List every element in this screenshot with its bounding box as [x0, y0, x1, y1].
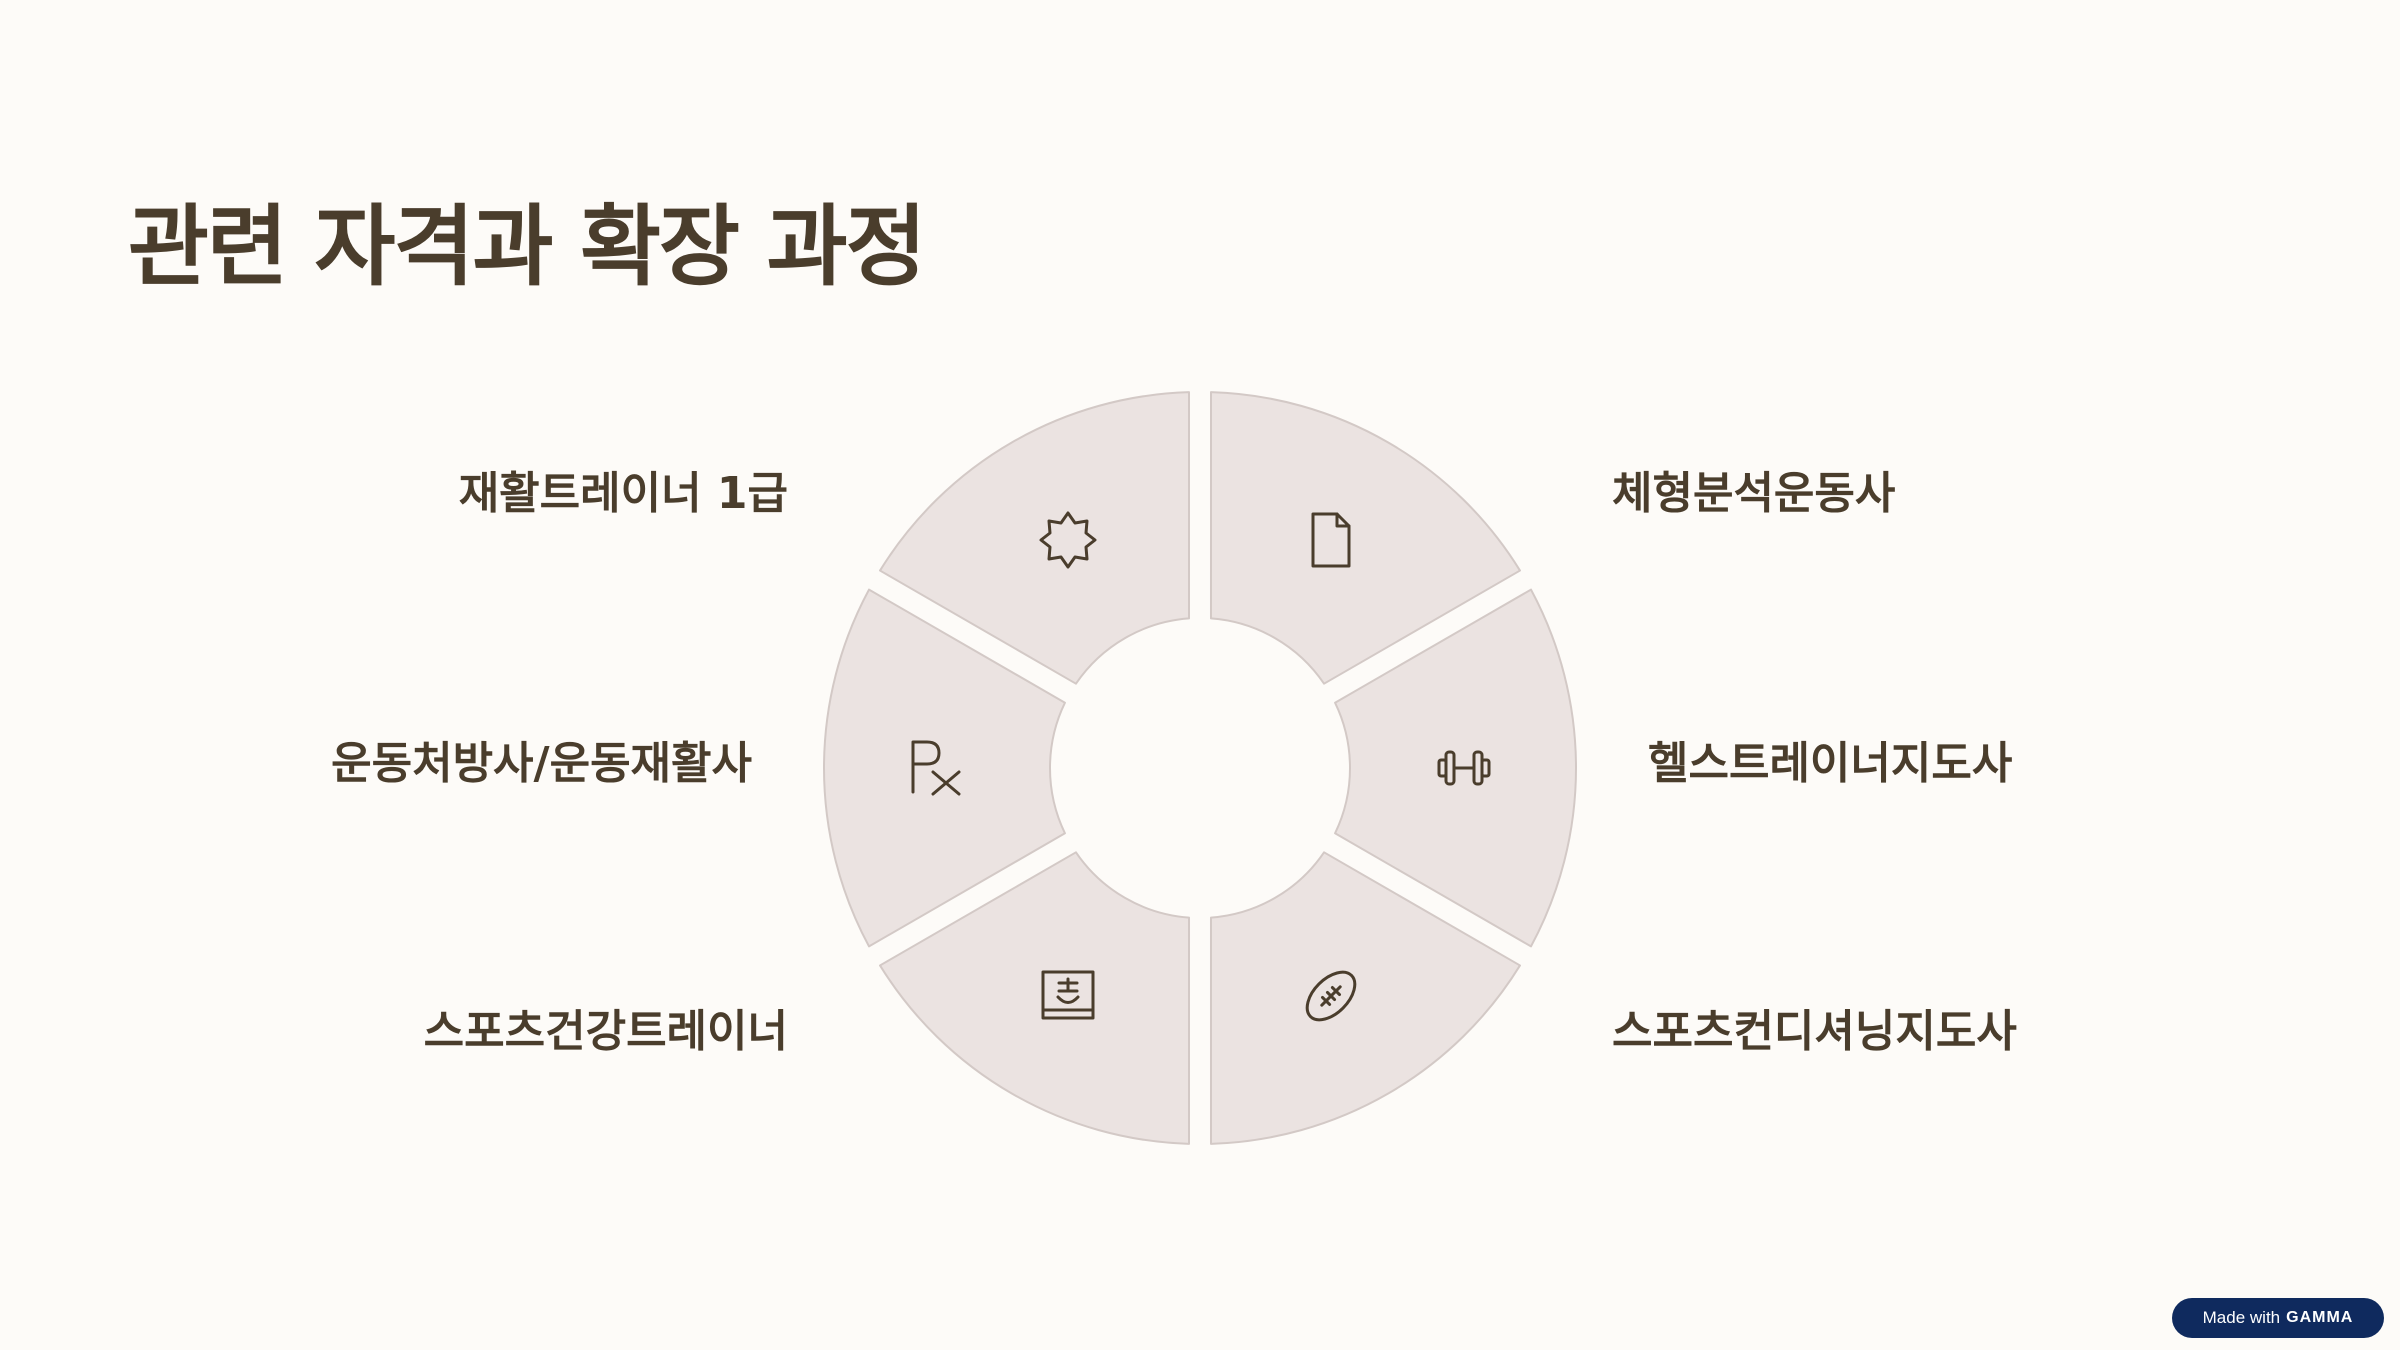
- health-chart-icon: [1041, 970, 1095, 1020]
- gamma-logo: GAMMA: [2286, 1309, 2354, 1326]
- page-title: 관련 자격과 확장 과정: [128, 195, 927, 298]
- document-icon: [1311, 512, 1351, 568]
- segment-sports-health: [879, 851, 1191, 1145]
- label-sports-health-trainer: 스포츠건강트레이너: [423, 1006, 788, 1057]
- segment-prescription: [823, 588, 1066, 948]
- segment-posture: [1209, 391, 1521, 685]
- badge-prefix: Made with: [2202, 1308, 2281, 1327]
- football-icon: [1305, 970, 1357, 1022]
- made-with-gamma-badge[interactable]: Made with GAMMA: [2172, 1298, 2384, 1338]
- label-exercise-prescription: 운동처방사/운동재활사: [331, 738, 752, 789]
- label-health-trainer: 헬스트레이너지도사: [1648, 738, 2013, 789]
- dumbbell-icon: [1437, 750, 1491, 786]
- label-sports-conditioning: 스포츠컨디셔닝지도사: [1612, 1006, 2017, 1057]
- label-posture-analysis: 체형분석운동사: [1612, 468, 1896, 519]
- segment-conditioning: [1209, 851, 1521, 1145]
- label-rehab-trainer: 재활트레이너 1급: [458, 468, 788, 519]
- badge-icon: [1039, 511, 1097, 569]
- prescription-icon: [911, 740, 961, 796]
- segment-rehab: [879, 391, 1191, 685]
